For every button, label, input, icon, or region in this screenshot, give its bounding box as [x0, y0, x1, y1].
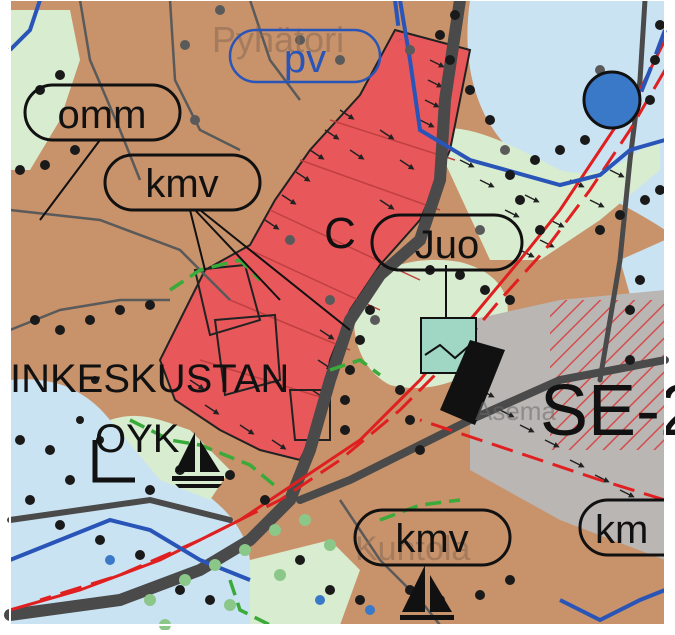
label-kmv-bottom: kmv [395, 517, 468, 561]
blue-dots [105, 555, 375, 615]
label-pv-frame [228, 28, 382, 84]
label-se: SE-2 [540, 371, 675, 451]
label-keskusta: INKESKUSTAN [10, 357, 289, 401]
station-block [440, 340, 505, 425]
label-km-right-frame [578, 498, 675, 557]
place-name-kuntola: Kuntola [355, 530, 470, 568]
label-oyk: OYK [95, 417, 180, 461]
label-km-right: km [595, 508, 648, 552]
grey-dots [180, 5, 605, 325]
label-kmv-top: kmv [145, 162, 218, 206]
l-marker [92, 440, 135, 483]
blue-circle-symbol [582, 70, 642, 130]
label-pv: pv [284, 37, 326, 81]
place-name-asema: Asema [475, 396, 556, 426]
railway [9, 39, 667, 612]
label-juo: Juo [415, 223, 480, 267]
green-dots [144, 514, 336, 631]
label-juo-frame [370, 213, 524, 272]
label-kmv-bottom-frame [353, 508, 512, 567]
main-roads [4, 0, 669, 621]
label-omm: omm [58, 93, 147, 137]
municipal-boundary [8, 0, 667, 623]
park-area-right [430, 128, 660, 260]
dotted-boundaries [15, 10, 665, 605]
label-omm-frame [23, 83, 182, 142]
label-c: C [324, 209, 356, 258]
label-kmv-top-frame [103, 153, 262, 212]
sailboat-icon [172, 432, 454, 620]
park-area-bottom [250, 540, 360, 625]
block-outlines [193, 263, 331, 441]
place-name-pyhatori: Pyhätori [212, 19, 344, 60]
